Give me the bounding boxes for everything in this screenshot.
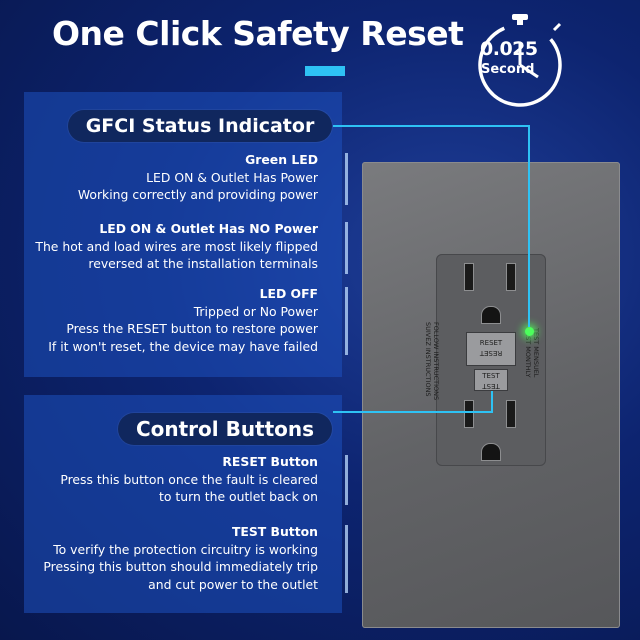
timer-value: 0.025 xyxy=(480,38,538,60)
outlet-right-text-line: TEST MENSUEL xyxy=(532,328,540,378)
block-line: The hot and load wires are most likely f… xyxy=(35,238,318,254)
block-heading: Green LED xyxy=(245,152,318,167)
divider xyxy=(345,222,348,274)
status-block-green-led: Green LED LED ON & Outlet Has Power Work… xyxy=(78,151,318,204)
outlet-left-text: FOLLOW INSTRUCTIONS SUIVEZ INSTRUCTIONS xyxy=(424,322,440,400)
title-underline xyxy=(305,66,345,76)
outlet-slot xyxy=(506,400,516,428)
status-section-label: GFCI Status Indicator xyxy=(68,110,332,142)
block-line: to turn the outlet back on xyxy=(158,489,318,504)
block-heading: LED ON & Outlet Has NO Power xyxy=(99,221,318,236)
connector-line xyxy=(528,125,530,327)
test-label: TEST xyxy=(482,372,500,380)
block-line: Pressing this button should immediately … xyxy=(43,559,318,574)
outlet-slot xyxy=(506,263,516,291)
test-button[interactable]: TEST TEST xyxy=(474,369,508,391)
control-block-test: TEST Button To verify the protection cir… xyxy=(43,523,318,593)
block-line: Press the RESET button to restore power xyxy=(66,321,318,336)
reset-button[interactable]: RESET RESET xyxy=(466,332,516,366)
block-heading: RESET Button xyxy=(222,454,318,469)
status-block-led-off: LED OFF Tripped or No Power Press the RE… xyxy=(48,285,318,355)
outlet-slot xyxy=(464,400,474,428)
divider xyxy=(345,287,348,355)
controls-section-label: Control Buttons xyxy=(118,413,332,445)
page-title: One Click Safety Reset xyxy=(52,14,464,53)
test-label-inverted: TEST xyxy=(482,382,500,390)
connector-line xyxy=(333,125,529,127)
outlet-left-text-line: SUIVEZ INSTRUCTIONS xyxy=(424,322,432,397)
divider xyxy=(345,455,348,505)
connector-line xyxy=(333,411,493,413)
outlet-ground-hole xyxy=(481,306,501,324)
divider xyxy=(345,153,348,205)
block-line: Press this button once the fault is clea… xyxy=(60,471,318,487)
control-block-reset: RESET Button Press this button once the … xyxy=(60,453,318,506)
block-line: To verify the protection circuitry is wo… xyxy=(53,541,318,557)
outlet-left-text-line: FOLLOW INSTRUCTIONS xyxy=(432,322,440,401)
block-line: reversed at the installation terminals xyxy=(88,256,318,271)
status-led-indicator xyxy=(525,327,534,336)
outlet-slot xyxy=(464,263,474,291)
reset-label: RESET xyxy=(479,339,503,347)
status-block-no-power: LED ON & Outlet Has NO Power The hot and… xyxy=(35,220,318,273)
timer-unit: Second xyxy=(481,62,535,77)
block-line: LED ON & Outlet Has Power xyxy=(146,169,318,185)
block-heading: LED OFF xyxy=(259,286,318,301)
connector-line xyxy=(491,391,493,413)
block-line: Working correctly and providing power xyxy=(77,187,318,202)
block-line: and cut power to the outlet xyxy=(148,576,318,592)
divider xyxy=(345,525,348,593)
block-heading: TEST Button xyxy=(231,524,318,539)
reset-label-inverted: RESET xyxy=(479,349,503,357)
block-line: Tripped or No Power xyxy=(193,303,318,319)
outlet-ground-hole xyxy=(481,443,501,461)
stopwatch-icon xyxy=(478,14,562,107)
block-line: If it won't reset, the device may have f… xyxy=(48,338,318,354)
